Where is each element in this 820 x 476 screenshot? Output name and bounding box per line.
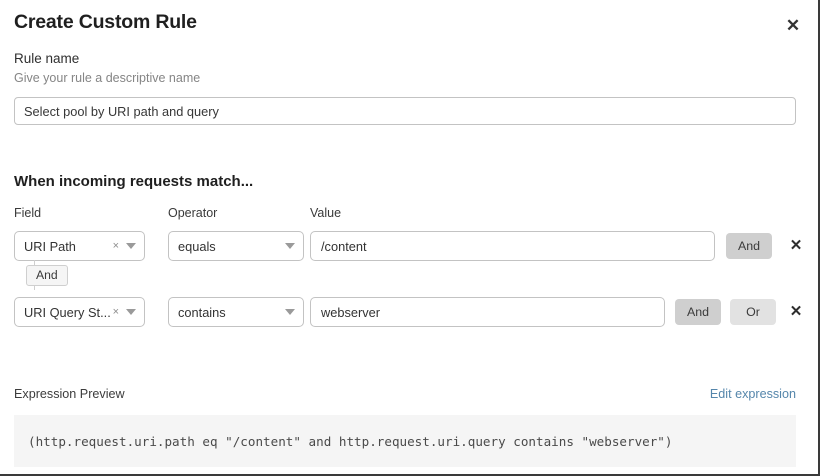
value-input-1[interactable]	[310, 231, 715, 261]
logic-and-button-2[interactable]: And	[675, 299, 721, 325]
logic-or-button-2[interactable]: Or	[730, 299, 776, 325]
operator-select-1-value: equals	[178, 238, 216, 254]
dialog-header: Create Custom Rule ✕	[14, 8, 804, 40]
clear-icon[interactable]: ×	[112, 239, 119, 252]
expression-preview-text: (http.request.uri.path eq "/content" and…	[28, 433, 673, 449]
page-title: Create Custom Rule	[14, 11, 197, 33]
chevron-down-icon	[285, 243, 295, 249]
match-conditions-heading: When incoming requests match...	[14, 173, 254, 190]
close-icon[interactable]: ✕	[782, 14, 804, 36]
chevron-down-icon	[285, 309, 295, 315]
field-select-2-value: URI Query St...	[24, 304, 111, 320]
logic-and-button-1[interactable]: And	[726, 233, 772, 259]
operator-select-2-value: contains	[178, 304, 226, 320]
delete-condition-button-1[interactable]: ✕	[785, 235, 807, 257]
field-select-1[interactable]: URI Path ×	[14, 231, 145, 261]
condition-row: URI Query St... × contains And Or ✕	[14, 297, 804, 327]
value-input-2[interactable]	[310, 297, 665, 327]
column-header-value: Value	[310, 206, 342, 220]
delete-condition-button-2[interactable]: ✕	[785, 301, 807, 323]
condition-row: URI Path × equals And ✕	[14, 231, 804, 261]
operator-select-1[interactable]: equals	[168, 231, 304, 261]
expression-preview-section: Expression Preview Edit expression (http…	[14, 386, 796, 467]
rule-name-help-text: Give your rule a descriptive name	[14, 71, 201, 85]
chevron-down-icon	[126, 243, 136, 249]
expression-preview-box: (http.request.uri.path eq "/content" and…	[14, 415, 796, 467]
expression-preview-header: Expression Preview Edit expression	[14, 386, 796, 406]
column-header-field: Field	[14, 206, 42, 220]
column-headers: Field Operator Value	[14, 205, 804, 225]
clear-icon[interactable]: ×	[112, 305, 119, 318]
rule-name-section: Rule name Give your rule a descriptive n…	[14, 50, 796, 125]
column-header-operator: Operator	[168, 206, 218, 220]
chevron-down-icon	[126, 309, 136, 315]
field-select-2[interactable]: URI Query St... ×	[14, 297, 145, 327]
condition-connector: And	[14, 260, 804, 290]
field-select-1-value: URI Path	[24, 238, 76, 254]
operator-select-2[interactable]: contains	[168, 297, 304, 327]
edit-expression-link[interactable]: Edit expression	[709, 387, 796, 401]
condition-builder: Field Operator Value URI Path × equals A…	[14, 205, 804, 327]
rule-name-label: Rule name	[14, 51, 80, 66]
expression-preview-label: Expression Preview	[14, 387, 125, 401]
connector-and-badge[interactable]: And	[26, 265, 68, 286]
rule-name-input[interactable]	[14, 97, 796, 125]
